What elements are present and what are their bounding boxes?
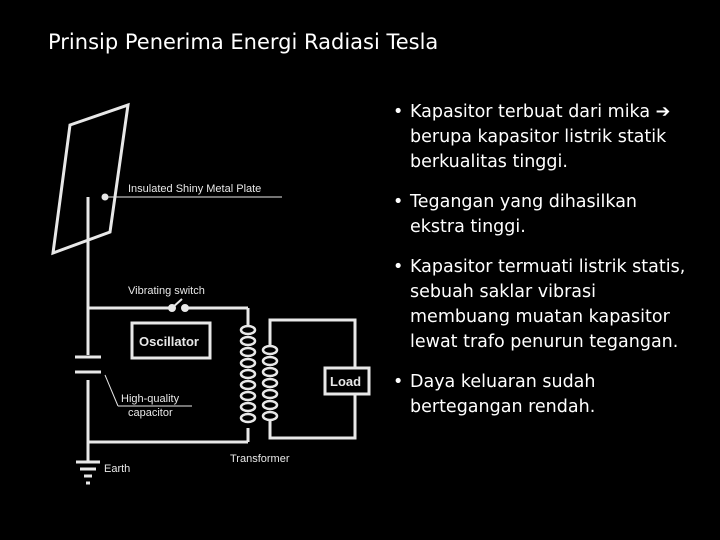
- bullet-text: Kapasitor termuati listrik statis, sebua…: [410, 257, 686, 352]
- earth-label: Earth: [104, 463, 130, 475]
- oscillator-label: Oscillator: [139, 334, 199, 349]
- plate-label: Insulated Shiny Metal Plate: [128, 183, 261, 195]
- transformer-label: Transformer: [230, 453, 290, 465]
- bullet-dot: •: [393, 192, 404, 212]
- bullet-item: • Kapasitor termuati listrik statis, sebu…: [393, 255, 693, 355]
- bullet-text: Kapasitor terbuat dari mika ➔ berupa kap…: [410, 102, 671, 172]
- bullet-item: • Kapasitor terbuat dari mika ➔ berupa ka…: [393, 100, 693, 175]
- capacitor-label-line: [104, 374, 119, 407]
- bullet-text: Tegangan yang dihasilkan ekstra tinggi.: [410, 192, 638, 237]
- bullet-item: • Daya keluaran sudah bertegangan rendah.: [393, 370, 693, 420]
- bullet-dot: •: [393, 102, 404, 122]
- capacitor-label-line1: High-quality: [121, 393, 180, 405]
- bullet-dot: •: [393, 372, 404, 392]
- capacitor-label-line2: capacitor: [128, 407, 173, 419]
- switch-contact-right: [181, 304, 189, 312]
- bullet-dot: •: [393, 257, 404, 277]
- load-box: [323, 366, 371, 396]
- bullet-item: • Tegangan yang dihasilkan ekstra tinggi.: [393, 190, 693, 240]
- slide-title: Prinsip Penerima Energi Radiasi Tesla: [48, 30, 439, 54]
- oscillator-box: [130, 321, 212, 360]
- switch-arm: [171, 298, 183, 309]
- load-label: Load: [330, 374, 361, 389]
- tesla-receiver-diagram: Insulated Shiny Metal Plate Vibrating sw…: [51, 102, 371, 485]
- switch-label: Vibrating switch: [128, 285, 205, 297]
- primary-coil: [239, 324, 257, 424]
- metal-plate: [51, 102, 130, 256]
- bullet-list: • Kapasitor terbuat dari mika ➔ berupa ka…: [393, 100, 693, 435]
- bullet-text: Daya keluaran sudah bertegangan rendah.: [410, 372, 596, 417]
- secondary-coil: [261, 344, 279, 422]
